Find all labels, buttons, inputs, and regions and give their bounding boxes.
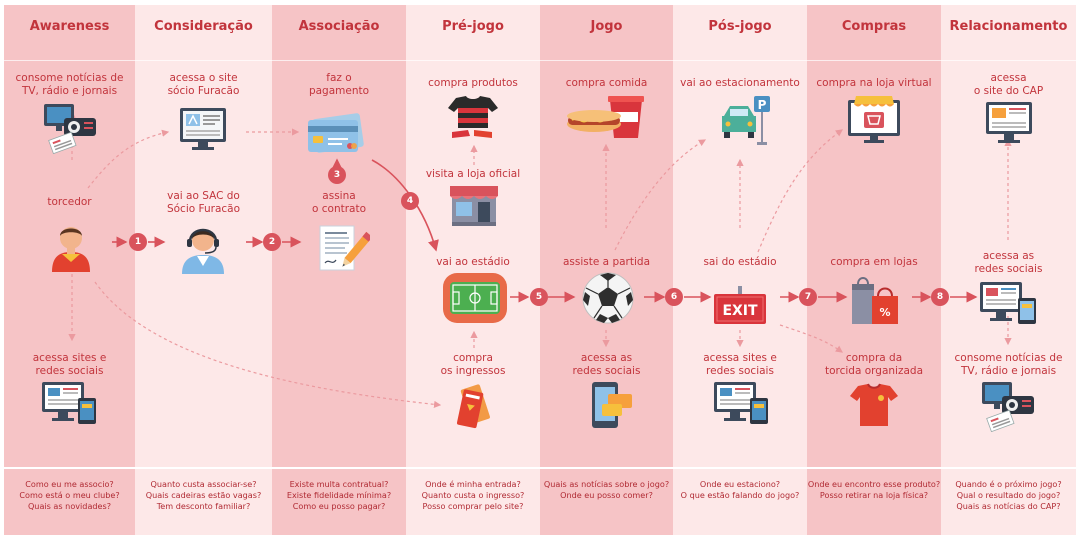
- node-label-aw-fan: torcedor: [47, 196, 92, 208]
- shirt-icon: [850, 383, 898, 426]
- monitor-icon: [42, 382, 96, 424]
- column-title: Relacionamento: [949, 19, 1068, 34]
- store-icon: [450, 186, 498, 226]
- column-questions: Onde eu encontro esse produto? Posso ret…: [807, 479, 941, 500]
- column-title: Pré-jogo: [442, 19, 504, 34]
- node-label-jo-watch: assiste a partida: [563, 256, 650, 268]
- column-questions: Como eu me associo? Como está o meu club…: [19, 479, 120, 511]
- column-awareness: Awareness Como eu me associo? Como está …: [4, 5, 135, 535]
- tv-radio-icon: [982, 382, 1034, 432]
- step-badge-4: 4: [401, 192, 419, 210]
- column-pre-jogo: Pré-jogo Onde é minha entrada? Quanto cu…: [406, 5, 540, 535]
- monitor-icon: [980, 282, 1036, 324]
- node-label-cm-stores: compra em lojas: [830, 256, 918, 268]
- car-parking-icon: P: [722, 96, 770, 145]
- column-compras: Compras Onde eu encontro esse produto? P…: [807, 5, 941, 535]
- jersey-icon: [448, 96, 498, 138]
- column-questions: Onde é minha entrada? Quanto custa o ing…: [421, 479, 525, 511]
- node-label-po-park: vai ao estacionamento: [680, 77, 800, 89]
- tickets-icon: [456, 384, 490, 429]
- step-badge-8: 8: [931, 288, 949, 306]
- header-divider: [4, 60, 1076, 61]
- step-badge-7: 7: [799, 288, 817, 306]
- parking-sign-text: P: [758, 98, 767, 112]
- column-jogo: Jogo Quais as notícias sobre o jogo? Ond…: [540, 5, 673, 535]
- soccer-ball-icon: [582, 272, 634, 324]
- credit-card-icon: [308, 113, 364, 153]
- browser-icon: [180, 108, 226, 150]
- column-title: Compras: [841, 19, 907, 34]
- node-label-pr-store: visita a loja oficial: [425, 168, 521, 180]
- person-icon: [52, 227, 90, 272]
- node-label-jo-food: compra comida: [565, 77, 648, 89]
- step-badge-3: 3: [328, 166, 346, 184]
- node-label-cm-virtual: compra na loja virtual: [816, 77, 932, 89]
- column-consideracao: Consideração Quanto custa associar-se? Q…: [135, 5, 272, 535]
- monitor-icon: [986, 102, 1032, 143]
- phone-chat-icon: [592, 382, 632, 428]
- exit-sign-text: EXIT: [722, 303, 758, 319]
- questions-divider: [4, 467, 1076, 469]
- column-title: Jogo: [590, 19, 623, 34]
- hotdog-drink-icon: [567, 96, 644, 138]
- column-questions: Quais as notícias sobre o jogo? Onde eu …: [543, 479, 670, 500]
- stadium-icon: [443, 273, 507, 323]
- step-badge-2: 2: [263, 233, 281, 251]
- column-pos-jogo: Pós-jogo Onde eu estaciono? O que estão …: [673, 5, 807, 535]
- svg-text:%: %: [879, 306, 890, 319]
- column-title: Awareness: [29, 19, 110, 34]
- step-badge-5: 5: [530, 288, 548, 306]
- column-questions: Quanto custa associar-se? Quais cadeiras…: [145, 479, 262, 511]
- shop-window-icon: [848, 96, 900, 143]
- bags-icon: %: [852, 277, 898, 324]
- column-questions: Onde eu estaciono? O que estão falando d…: [680, 479, 800, 500]
- node-label-pr-stadium: vai ao estádio: [436, 256, 510, 268]
- column-title: Pós-jogo: [708, 19, 772, 34]
- step-badge-6: 6: [665, 288, 683, 306]
- column-questions: Quando é o próximo jogo? Qual o resultad…: [955, 479, 1062, 511]
- exit-sign-icon: EXIT: [714, 286, 766, 324]
- column-title: Consideração: [154, 19, 253, 34]
- contract-icon: [319, 225, 370, 271]
- column-relacionamento: Relacionamento Quando é o próximo jogo? …: [941, 5, 1076, 535]
- step-badge-1: 1: [129, 233, 147, 251]
- column-title: Associação: [298, 19, 380, 34]
- tv-radio-icon: [44, 104, 96, 154]
- support-agent-icon: [182, 228, 224, 274]
- column-questions: Existe multa contratual? Existe fidelida…: [286, 479, 392, 511]
- node-label-pr-buy: compra produtos: [428, 77, 518, 89]
- monitor-icon: [714, 382, 768, 424]
- node-label-po-exit: sai do estádio: [703, 256, 777, 268]
